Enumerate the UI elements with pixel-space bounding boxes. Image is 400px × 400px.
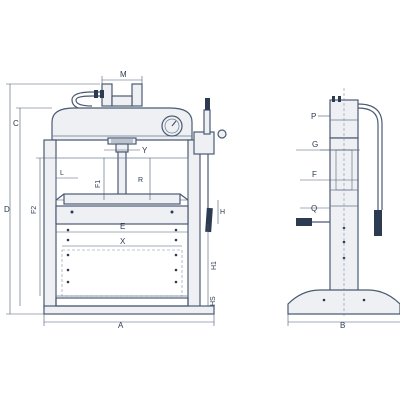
top-beam — [51, 107, 193, 141]
label-e: E — [120, 222, 125, 231]
label-x: X — [120, 237, 126, 246]
label-g: G — [312, 140, 318, 149]
label-f: F — [312, 170, 317, 179]
label-f1: F1 — [95, 180, 102, 188]
bed-holes — [70, 210, 174, 214]
right-column — [187, 139, 201, 309]
label-m: M — [120, 70, 127, 79]
label-h: H — [220, 209, 225, 216]
label-a: A — [118, 321, 124, 330]
left-column — [43, 139, 57, 309]
label-p: P — [311, 112, 316, 121]
label-h1: H1 — [211, 261, 218, 270]
piston — [107, 137, 137, 197]
front-view: M Y L F1 R E X H H1 HS A — [4, 70, 227, 330]
column-holes — [66, 228, 178, 284]
label-q: Q — [311, 204, 317, 213]
pump-lever — [193, 98, 227, 233]
front-base — [43, 305, 215, 315]
label-d: D — [4, 205, 10, 214]
label-c: C — [13, 119, 19, 128]
side-base — [287, 289, 400, 315]
label-y: Y — [142, 146, 148, 155]
press-plate — [63, 193, 181, 205]
pressure-gauge — [161, 115, 183, 137]
label-b: B — [340, 321, 345, 330]
label-hs: HS — [210, 296, 217, 306]
side-view: P G F Q B — [287, 88, 400, 330]
bed-plate — [55, 205, 189, 225]
label-f2: F2 — [31, 206, 38, 214]
label-r: R — [138, 177, 143, 184]
label-l: L — [60, 170, 64, 177]
top-pump — [71, 83, 143, 111]
